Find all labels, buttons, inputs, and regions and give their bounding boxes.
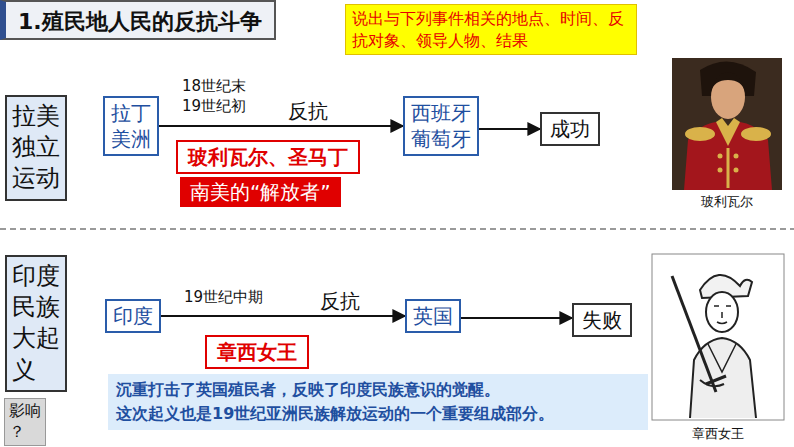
node-text: 失败 — [582, 307, 622, 333]
leader-box: 玻利瓦尔、圣马丁 — [176, 140, 360, 174]
node-text: 章西女王 — [217, 339, 297, 365]
result-box: 成功 — [540, 112, 600, 146]
time-label: 18世纪末 19世纪初 — [182, 77, 252, 116]
node-text: 拉美独立运动 — [12, 101, 60, 195]
arrow-connector — [159, 125, 403, 127]
node-text: 西班牙葡萄牙 — [411, 100, 471, 152]
portrait-caption: 章西女王 — [692, 426, 744, 443]
title-banner: 南美的“解放者” — [180, 177, 341, 207]
enemy-box: 英国 — [405, 299, 461, 333]
node-text: 说出与下列事件相关的地点、时间、反抗对象、领导人物、结果 — [352, 8, 630, 51]
bolivar-portrait — [672, 58, 782, 190]
place-box: 拉丁美洲 — [103, 96, 159, 156]
event-box: 拉美独立运动 — [5, 95, 67, 201]
node-text: 英国 — [413, 303, 453, 329]
node-text: 这次起义也是19世纪亚洲民族解放运动的一个重要组成部分。 — [116, 402, 640, 426]
title-bar: 1.殖民地人民的反抗斗争 — [0, 0, 276, 40]
edge-label: 反抗 — [286, 100, 330, 122]
arrow-connector — [479, 128, 540, 130]
node-text: 印度民族大起义 — [12, 261, 60, 386]
result-box: 失败 — [572, 303, 632, 337]
leader-box: 章西女王 — [205, 335, 309, 369]
node-text: 南美的“解放者” — [190, 179, 331, 205]
title-text: 1.殖民地人民的反抗斗争 — [18, 7, 262, 37]
arrow-connector — [161, 315, 405, 317]
edge-label: 反抗 — [318, 290, 362, 312]
divider-line — [0, 228, 794, 230]
node-text: 拉丁美洲 — [111, 100, 151, 152]
portrait-caption: 玻利瓦尔 — [701, 194, 753, 211]
arrow-connector — [461, 317, 572, 319]
node-text: 沉重打击了英国殖民者，反映了印度民族意识的觉醒。 — [116, 378, 640, 402]
node-text: 影响？ — [9, 401, 41, 443]
event-box: 印度民族大起义 — [5, 255, 67, 392]
impact-box: 沉重打击了英国殖民者，反映了印度民族意识的觉醒。这次起义也是19世纪亚洲民族解放… — [108, 374, 648, 430]
node-text: 印度 — [113, 303, 153, 329]
time-label: 19世纪中期 — [184, 288, 263, 308]
task-note: 说出与下列事件相关的地点、时间、反抗对象、领导人物、结果 — [345, 4, 637, 55]
enemy-box: 西班牙葡萄牙 — [403, 96, 479, 156]
rani-portrait — [652, 254, 784, 420]
place-box: 印度 — [105, 299, 161, 333]
question-box: 影响？ — [4, 398, 46, 446]
node-text: 成功 — [550, 116, 590, 142]
node-text: 玻利瓦尔、圣马丁 — [188, 144, 348, 170]
